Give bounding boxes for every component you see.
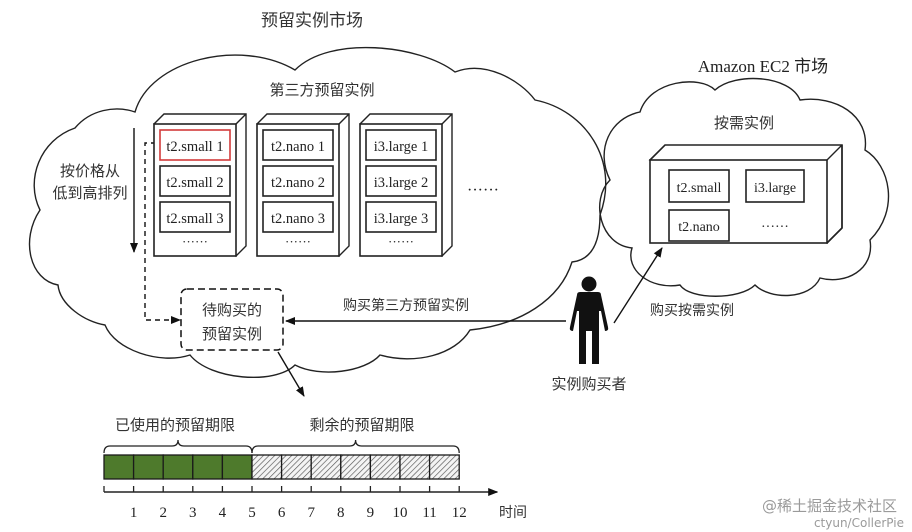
watermark-author: ctyun/CollerPie: [814, 516, 904, 530]
ec2-market-cloud: [598, 77, 890, 297]
item-border: [262, 165, 334, 197]
reserved-instance-label: t2.nano 2: [271, 175, 325, 191]
rack-edge: [441, 113, 453, 125]
reserved-instance-item[interactable]: t2.nano 1: [262, 129, 334, 161]
buy-third-party-label: 购买第三方预留实例: [343, 297, 469, 314]
on-demand-title: 按需实例: [714, 114, 774, 132]
rack-edge: [235, 113, 247, 125]
pending-box-line2: 预留实例: [202, 325, 262, 343]
term-timeline-arrow: [277, 351, 305, 397]
used-period-cell: [103, 454, 135, 480]
rack: t2.small 1 t2.small 2 t2.small 3 ······: [153, 113, 247, 258]
rack-edge: [338, 113, 350, 125]
selected-instance-connector: [144, 142, 181, 324]
remaining-period-cell: [369, 454, 401, 480]
reserved-instance-item[interactable]: t2.small 2: [159, 165, 231, 197]
reserved-instance-label: t2.small 3: [166, 211, 223, 227]
third-party-racks: t2.small 1t2.small 2t2.small 3······t2.n…: [153, 113, 453, 258]
reserved-instance-label: t2.nano 1: [271, 139, 325, 155]
on-demand-more-ellipsis: ······: [761, 220, 789, 235]
ec2-market-title: Amazon EC2 市场: [698, 57, 828, 76]
axis-tick-label: 2: [159, 505, 167, 521]
item-border: [365, 201, 437, 233]
time-axis-label: 时间: [499, 505, 527, 521]
used-period-cell: [132, 454, 164, 480]
pending-reserved-instance-box[interactable]: 待购买的 预留实例: [180, 288, 284, 351]
sort-label-line1: 按价格从: [60, 162, 120, 180]
axis-tick-label: 4: [219, 505, 227, 521]
axis-tick-label: 8: [337, 505, 345, 521]
remaining-period-cell: [310, 454, 342, 480]
item-border: [159, 165, 231, 197]
remaining-period-cell: [428, 454, 460, 480]
axis-tick-label: 7: [307, 505, 315, 521]
rack-more-ellipsis: ······: [182, 234, 208, 249]
rack: i3.large 1 i3.large 2 i3.large 3 ······: [359, 113, 453, 258]
reserved-instance-item[interactable]: t2.small 1: [159, 129, 231, 161]
third-party-title: 第三方预留实例: [269, 81, 374, 99]
reserved-instance-label: t2.nano 3: [271, 211, 325, 227]
pending-box-line1: 待购买的: [202, 301, 262, 319]
rack-more-ellipsis: ······: [388, 234, 414, 249]
buy-on-demand-arrow: [613, 247, 663, 324]
remaining-period-cell: [399, 454, 431, 480]
on-demand-item-label: t2.small: [677, 181, 722, 196]
buyer-label: 实例购买者: [551, 375, 626, 393]
reserved-instance-label: t2.small 1: [166, 139, 223, 155]
racks-more-ellipsis: ······: [467, 182, 499, 199]
on-demand-item[interactable]: t2.small: [668, 169, 730, 203]
used-period-cell: [162, 454, 194, 480]
on-demand-item[interactable]: i3.large: [745, 169, 805, 203]
reserved-instance-label: i3.large 2: [374, 175, 429, 191]
item-border: [262, 129, 334, 161]
reserved-instance-item[interactable]: t2.small 3: [159, 201, 231, 233]
reserved-instance-item[interactable]: t2.nano 3: [262, 201, 334, 233]
on-demand-item-label: t2.nano: [678, 220, 720, 235]
rack-more-ellipsis: ······: [285, 234, 311, 249]
reserved-instance-label: t2.small 2: [166, 175, 223, 191]
reserved-instance-label: i3.large 1: [374, 139, 429, 155]
axis-tick-label: 12: [452, 505, 467, 521]
watermark-site: @稀土掘金技术社区: [762, 497, 897, 515]
used-term-brace: [103, 439, 253, 454]
axis-tick-label: 5: [248, 505, 256, 521]
item-border: [365, 129, 437, 161]
reserved-instance-item[interactable]: i3.large 3: [365, 201, 437, 233]
reserved-instance-item[interactable]: i3.large 2: [365, 165, 437, 197]
buy-on-demand-label: 购买按需实例: [650, 303, 734, 319]
reserved-instance-item[interactable]: i3.large 1: [365, 129, 437, 161]
buyer-person-icon: [569, 276, 609, 364]
axis-tick-label: 6: [278, 505, 286, 521]
item-border: [365, 165, 437, 197]
axis-tick-label: 3: [189, 505, 197, 521]
remaining-period-cell: [280, 454, 312, 480]
rack: t2.nano 1 t2.nano 2 t2.nano 3 ······: [256, 113, 350, 258]
axis-tick-label: 9: [367, 505, 375, 521]
item-border: [159, 201, 231, 233]
reserved-instance-label: i3.large 3: [374, 211, 429, 227]
remaining-term-brace: [251, 439, 460, 454]
axis-tick-label: 1: [130, 505, 138, 521]
on-demand-item[interactable]: t2.nano: [668, 209, 730, 242]
reserved-market-title: 预留实例市场: [261, 11, 363, 31]
reserved-instance-item[interactable]: t2.nano 2: [262, 165, 334, 197]
used-period-cell: [192, 454, 224, 480]
remaining-period-cell: [251, 454, 283, 480]
axis-tick-label: 11: [422, 505, 436, 521]
reserved-market-cloud: [28, 46, 607, 379]
axis-tick-label: 10: [393, 505, 408, 521]
used-period-cell: [221, 454, 253, 480]
item-border: [262, 201, 334, 233]
remaining-period-cell: [340, 454, 372, 480]
highlighted-item-border: [159, 129, 231, 161]
used-term-label: 已使用的预留期限: [115, 416, 235, 434]
sort-label-line2: 低到高排列: [52, 184, 127, 202]
remaining-term-label: 剩余的预留期限: [309, 416, 414, 434]
on-demand-item-label: i3.large: [754, 181, 796, 196]
